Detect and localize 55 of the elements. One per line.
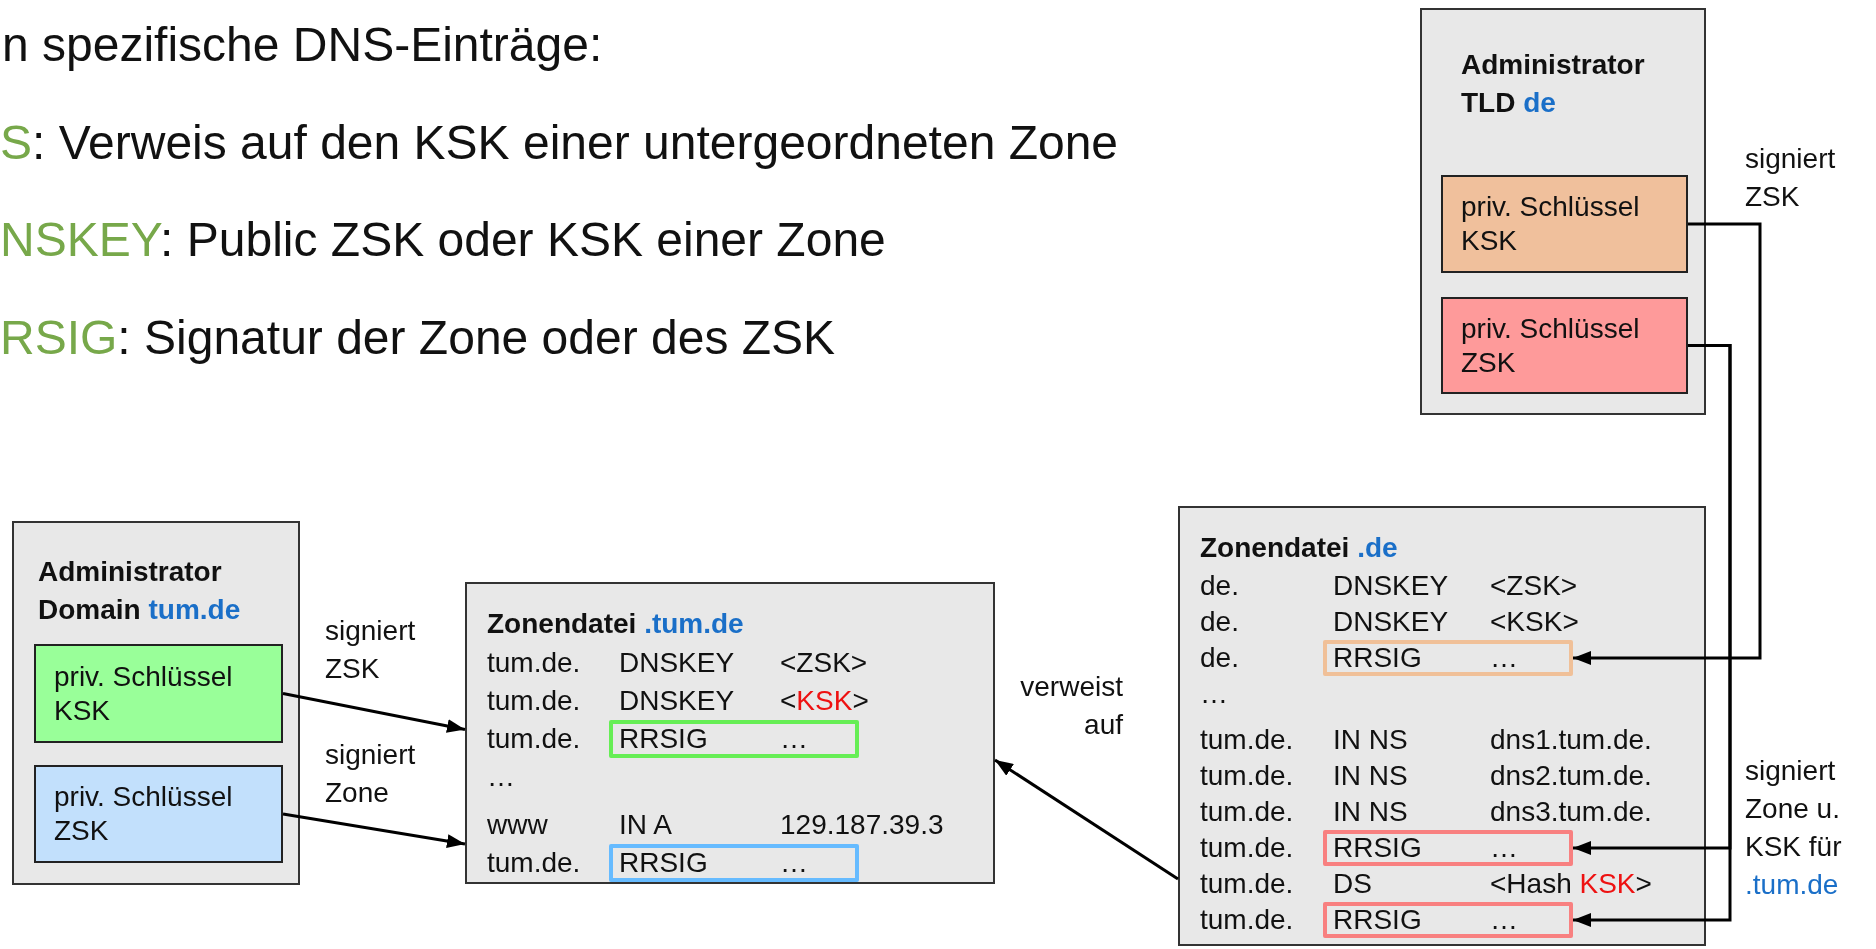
arrow [282,692,466,733]
zone-record: de. DNSKEY <KSK> [1200,605,1579,639]
zone-record: tum.de. DNSKEY <ZSK> [487,646,868,680]
zone-file-heading: Zonendatei .tum.de [487,607,744,641]
zone-record: www IN A 129.187.39.3 [487,808,944,842]
edge-label: signiert ZSK [1745,142,1837,214]
edge-label: signiert Zone [325,738,417,810]
highlight-frame [1323,640,1573,676]
panel-heading: Administrator TLD de [1461,48,1646,120]
record-text: RRSIG … [619,848,808,878]
bullet-text: NSKEY: Public ZSK oder KSK einer Zone [0,212,886,268]
arrow [282,812,466,848]
heading-text: n spezifische DNS-Einträge: [2,17,603,73]
bullet-text: RSIG: Signatur der Zone oder des ZSK [0,310,836,366]
zone-record: tum.de. [1200,903,1294,937]
zone-record: tum.de. DS <Hash KSK> [1200,867,1652,901]
zone-record: tum.de. [487,722,581,756]
record-text: RRSIG … [619,724,808,754]
private-key-box [34,765,283,863]
arrow [994,758,1179,881]
bullet-text: S: Verweis auf den KSK einer untergeordneten Zone [0,115,1119,171]
record-text: RRSIG … [1333,906,1518,934]
edge-label: signiert Zone u. KSK für .tum.de [1745,754,1843,902]
zone-record: tum.de. IN NS dns2.tum.de. [1200,759,1652,793]
zone-record: tum.de. [487,846,581,880]
key-label: priv. Schlüssel ZSK [54,780,234,848]
zone-record: tum.de. DNSKEY <KSK> [487,684,869,718]
arrow [1573,222,1762,665]
zone-record: de. [1200,641,1239,675]
zone-record: de. DNSKEY <ZSK> [1200,569,1578,603]
record-text: RRSIG … [1333,834,1518,862]
zone-file-panel [1178,506,1706,946]
key-label: priv. Schlüssel ZSK [1461,311,1641,380]
administrator-panel [12,521,300,885]
zone-record: … [487,760,515,794]
key-label: priv. Schlüssel KSK [1461,190,1641,258]
key-label: priv. Schlüssel KSK [54,659,234,728]
highlight-frame [1323,902,1573,938]
highlight-frame [609,720,859,758]
private-key-box [1441,175,1688,273]
highlight-frame [1323,830,1573,866]
administrator-panel [1420,8,1706,415]
zone-file-heading: Zonendatei .de [1200,531,1398,565]
private-key-box [34,644,283,743]
zone-file-panel [465,582,995,884]
zone-record: … [1200,677,1228,711]
zone-record: tum.de. IN NS dns1.tum.de. [1200,723,1652,757]
highlight-frame [609,844,859,882]
record-text: RRSIG … [1333,644,1518,672]
private-key-box [1441,297,1688,394]
zone-record: tum.de. [1200,831,1294,865]
panel-heading: Administrator Domain tum.de [38,555,242,627]
edge-label: signiert ZSK [325,614,417,686]
zone-record: tum.de. IN NS dns3.tum.de. [1200,795,1652,829]
edge-label: verweist auf [1019,670,1123,742]
